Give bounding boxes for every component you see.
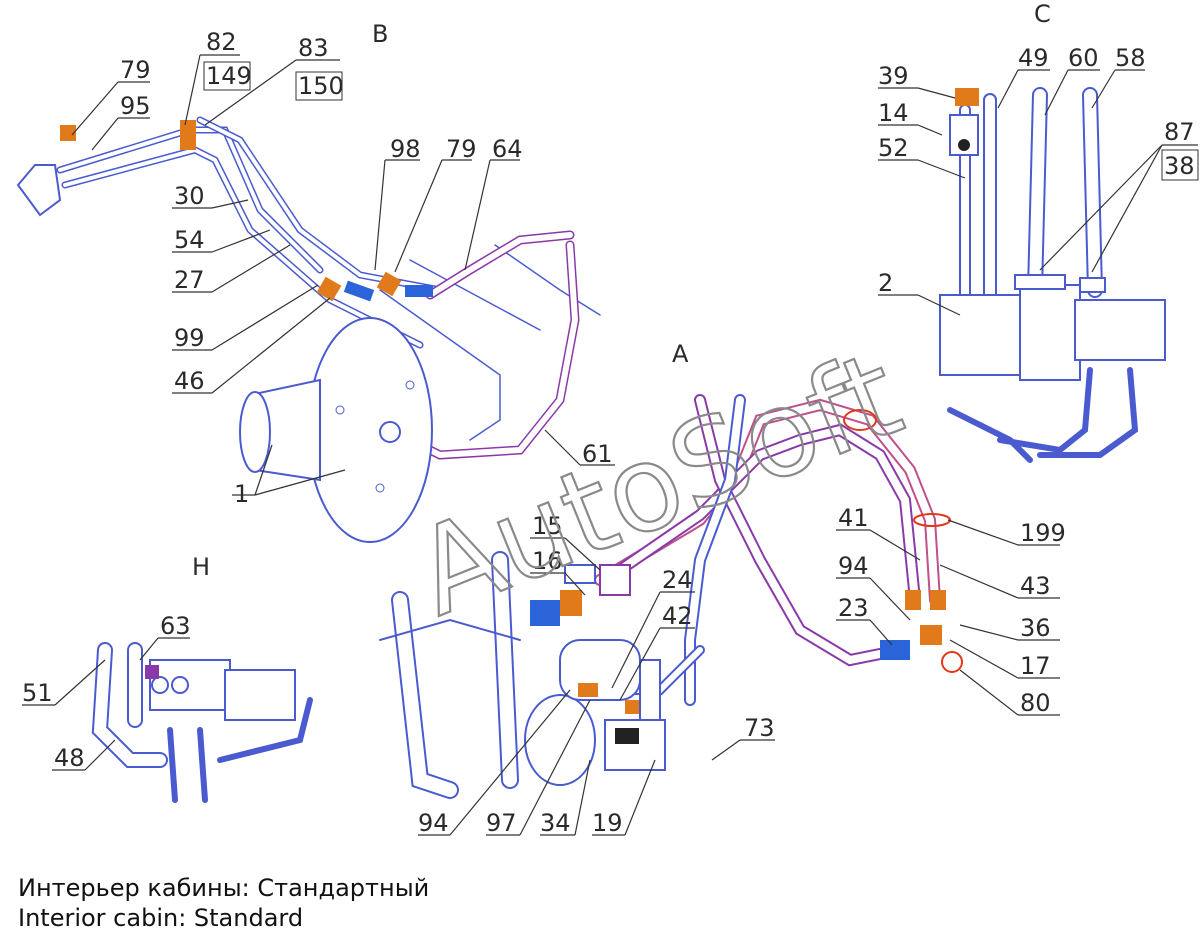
- callout-24: 24: [662, 566, 693, 594]
- callout-99: 99: [174, 324, 205, 352]
- callout-23: 23: [838, 594, 869, 622]
- callout-51: 51: [22, 679, 53, 707]
- callout-82: 82: [206, 28, 237, 56]
- callout-150: 150: [298, 72, 344, 100]
- callout-52: 52: [878, 134, 909, 162]
- callout-79-b2: 79: [446, 135, 477, 163]
- callout-64: 64: [492, 135, 523, 163]
- callout-19: 19: [592, 809, 623, 837]
- callout-94-b: 94: [418, 809, 449, 837]
- callout-39: 39: [878, 62, 909, 90]
- callout-17: 17: [1020, 652, 1051, 680]
- view-label-c: C: [1034, 0, 1051, 28]
- callout-labels: B C A H 79 95 82 149 83 150 98 79 64 30 …: [22, 0, 1199, 837]
- caption-ru: Интерьер кабины: Стандартный: [18, 874, 430, 902]
- callout-73: 73: [744, 714, 775, 742]
- callout-41: 41: [838, 504, 869, 532]
- view-a-assembly: [379, 394, 963, 799]
- callout-1: 1: [234, 480, 249, 508]
- callout-30: 30: [174, 182, 205, 210]
- view-label-b: B: [372, 20, 388, 48]
- callout-87: 87: [1164, 118, 1195, 146]
- callout-27: 27: [174, 266, 205, 294]
- view-c-pump: [939, 87, 1166, 463]
- leader-lines: [22, 54, 1198, 836]
- callout-63: 63: [160, 612, 191, 640]
- callout-80: 80: [1020, 689, 1051, 717]
- callout-199: 199: [1020, 519, 1066, 547]
- callout-46: 46: [174, 367, 205, 395]
- callout-149: 149: [206, 62, 252, 90]
- view-label-h: H: [192, 553, 210, 581]
- callout-43: 43: [1020, 572, 1051, 600]
- callout-97: 97: [486, 809, 517, 837]
- callout-60: 60: [1068, 44, 1099, 72]
- callout-16: 16: [532, 547, 563, 575]
- callout-42: 42: [662, 602, 693, 630]
- view-b-assembly: [16, 116, 601, 543]
- callout-2: 2: [878, 269, 893, 297]
- callout-36: 36: [1020, 614, 1051, 642]
- caption-en: Interior cabin: Standard: [18, 904, 304, 932]
- view-label-a: A: [672, 340, 689, 368]
- callout-58: 58: [1115, 44, 1146, 72]
- callout-48: 48: [54, 744, 85, 772]
- callout-61: 61: [582, 440, 613, 468]
- callout-94-a: 94: [838, 552, 869, 580]
- callout-95: 95: [120, 92, 151, 120]
- callout-54: 54: [174, 226, 205, 254]
- view-h-assembly: [91, 642, 313, 803]
- callout-49: 49: [1018, 44, 1049, 72]
- callout-15: 15: [532, 512, 563, 540]
- callout-34: 34: [540, 809, 571, 837]
- callout-79-b: 79: [120, 56, 151, 84]
- callout-14: 14: [878, 99, 909, 127]
- callout-83: 83: [298, 34, 329, 62]
- callout-38: 38: [1164, 152, 1195, 180]
- callout-98: 98: [390, 135, 421, 163]
